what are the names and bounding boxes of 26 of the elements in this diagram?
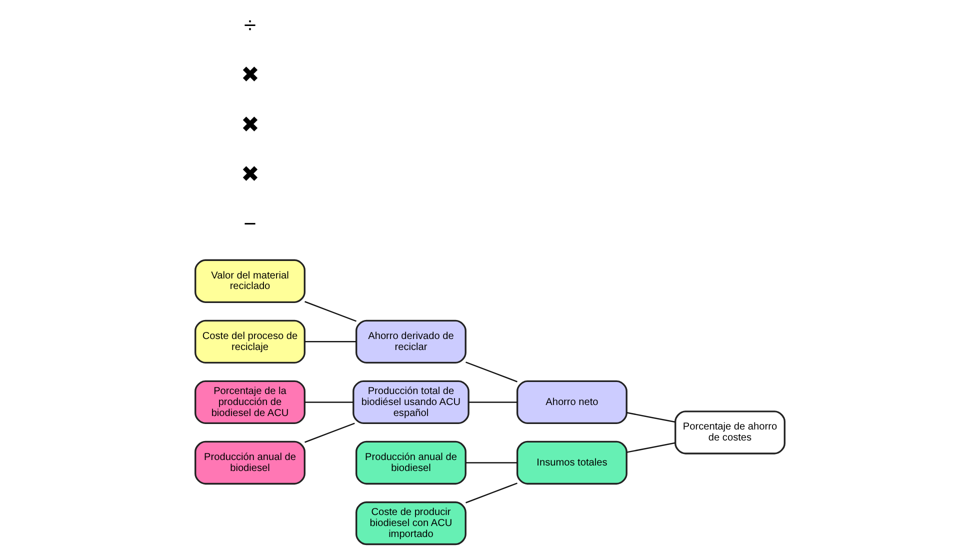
connector xyxy=(466,462,518,464)
connector xyxy=(466,482,518,504)
label: ÷ xyxy=(244,12,256,38)
label: ✖ xyxy=(241,161,260,186)
connector xyxy=(304,402,354,403)
label: ✖ xyxy=(241,62,260,88)
node-box: Coste de producir biodiesel con ACU importado xyxy=(356,501,466,546)
connector xyxy=(468,402,518,403)
node-box: Insumos totales xyxy=(516,440,628,485)
connector xyxy=(466,362,518,382)
node-box: Ahorro neto xyxy=(516,380,628,424)
node-box: Valor del material reciclado xyxy=(194,259,306,303)
connector xyxy=(304,422,355,443)
label: ✖ xyxy=(241,112,260,137)
node-box: Porcentaje de la producción de biodiesel de ACU xyxy=(194,380,306,424)
label: − xyxy=(244,210,256,236)
node-box: Producción total de biodiésel usando ACU español xyxy=(352,380,470,424)
node-box: Producción anual de biodiesel xyxy=(194,440,306,485)
connector xyxy=(626,412,676,423)
connector xyxy=(304,341,356,342)
node-box: Producción anual de biodiesel xyxy=(356,440,466,485)
connector xyxy=(304,301,356,322)
node-box: Porcentaje de ahorro de costes xyxy=(674,410,786,454)
node-box: Ahorro derivado de reciclar xyxy=(356,320,466,364)
node-box: Coste del proceso de reciclaje xyxy=(194,320,306,364)
connector xyxy=(626,442,676,453)
